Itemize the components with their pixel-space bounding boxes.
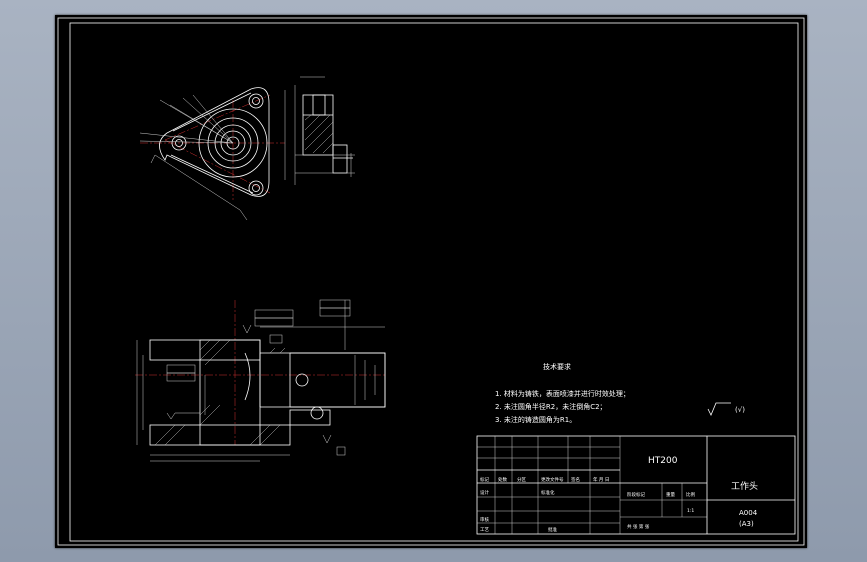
label-signature: 签名 [571, 476, 580, 483]
outer-frame [57, 17, 805, 546]
label-zone: 分区 [517, 476, 526, 483]
bolt-hole-bottom [248, 180, 264, 196]
tech-requirements-title: 技术要求 [543, 362, 571, 371]
label-change-doc: 更改文件号 [541, 476, 564, 483]
scale-value: 1:1 [687, 508, 694, 514]
material: HT200 [648, 456, 678, 466]
label-count: 处数 [498, 476, 507, 483]
engineering-drawing: 技术要求 1. 材料为铸铁，表面喷漆并进行时效处理； 2. 未注圆角半径R2，未… [57, 17, 805, 546]
front-section-view [135, 299, 386, 462]
sheet-count: 共 张 第 张 [627, 523, 650, 530]
title-block: 标记 处数 分区 更改文件号 签名 年 月 日 设计 标准化 审核 工艺 批准 … [476, 435, 796, 535]
part-name: 工作头 [731, 480, 758, 492]
roughness-note: (√) [735, 406, 745, 414]
roughness-symbol-icon [707, 402, 731, 416]
sheet-size: (A3) [739, 520, 754, 528]
label-weight: 重量 [666, 491, 675, 498]
label-stage-mark: 阶段标记 [627, 491, 645, 498]
top-view [139, 87, 285, 221]
tech-requirement-2: 2. 未注圆角半径R2，未注倒角C2； [495, 402, 607, 411]
label-approval: 批准 [548, 526, 557, 533]
label-designer: 设计 [480, 489, 489, 496]
label-date: 年 月 日 [593, 476, 609, 483]
drawing-sheet: 技术要求 1. 材料为铸铁，表面喷漆并进行时效处理； 2. 未注圆角半径R2，未… [55, 15, 807, 548]
tech-requirement-1: 1. 材料为铸铁，表面喷漆并进行时效处理； [495, 389, 630, 398]
drawing-number: A004 [739, 509, 758, 517]
label-scale: 比例 [686, 491, 695, 498]
inner-frame [69, 22, 799, 542]
tech-requirement-3: 3. 未注的铸造圆角为R1。 [495, 415, 576, 424]
bolt-hole-top [248, 93, 264, 109]
side-detail-view [284, 76, 355, 185]
label-mark: 标记 [480, 476, 489, 483]
flange-outline [159, 87, 270, 197]
bolt-hole-left [171, 135, 187, 151]
label-process: 工艺 [480, 527, 489, 533]
label-reviewer: 审核 [480, 516, 489, 523]
boss-outer [198, 108, 268, 178]
label-standardization: 标准化 [541, 489, 555, 496]
